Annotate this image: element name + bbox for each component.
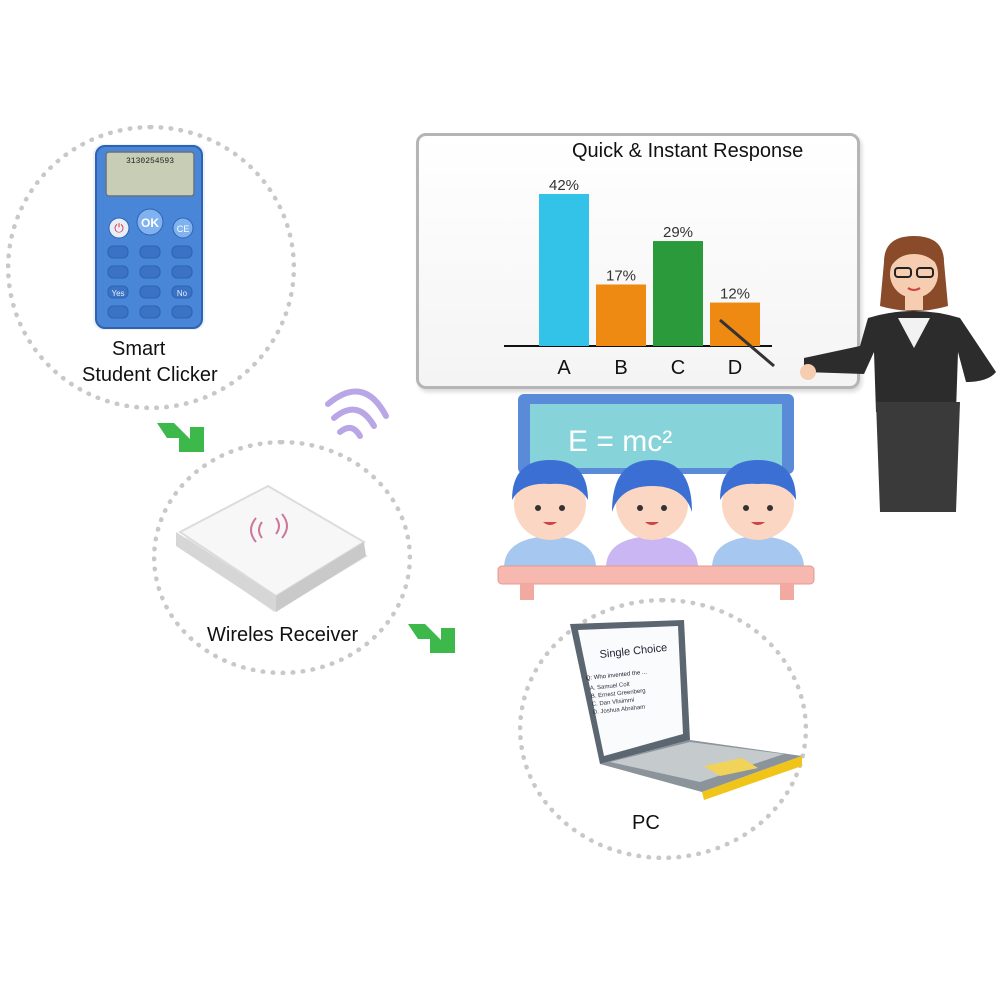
data-label-D: 12% xyxy=(720,286,750,303)
nfc-wave-icon xyxy=(258,521,263,539)
laptop-option-b: B. Ernest Greenberg xyxy=(591,688,646,700)
no-key: No xyxy=(177,289,188,298)
pointer-stick xyxy=(719,318,775,368)
bar-B xyxy=(596,284,646,346)
arrow-down-right-icon-2 xyxy=(408,624,455,653)
laptop-option-a: A. Samuel Colt xyxy=(590,682,631,692)
chart-title: Quick & Instant Response xyxy=(572,140,804,162)
clicker-screen-text: 3130254593 xyxy=(126,157,174,166)
laptop-option-d: D. Joshua Abraham xyxy=(593,705,646,716)
bar-C xyxy=(653,241,703,346)
student-left xyxy=(504,460,596,568)
data-label-B: 17% xyxy=(606,267,636,284)
clicker-circle xyxy=(6,125,296,410)
wifi-signal-icon xyxy=(325,388,389,439)
data-label-A: 42% xyxy=(549,177,579,194)
student-right xyxy=(712,460,804,568)
category-label-C: C xyxy=(671,357,685,379)
board-formula: E = mc² xyxy=(568,425,672,458)
pc-circle xyxy=(518,598,808,860)
laptop-option-c: C. Dan Vlisimmi xyxy=(592,698,635,708)
receiver-label: Wireles Receiver xyxy=(207,624,359,646)
clicker-label-line1: Smart xyxy=(112,338,166,360)
arrow-down-right-icon xyxy=(157,423,204,452)
pc-label: PC xyxy=(632,812,660,834)
receiver-circle xyxy=(152,440,412,675)
category-label-B: B xyxy=(614,357,627,379)
yes-key: Yes xyxy=(111,289,124,298)
category-label-D: D xyxy=(728,357,742,379)
ok-key: OK xyxy=(141,216,159,230)
category-label-A: A xyxy=(557,357,571,379)
data-label-C: 29% xyxy=(663,224,693,241)
student-middle xyxy=(606,460,698,568)
power-icon: ⏻ xyxy=(114,221,124,235)
ce-key: CE xyxy=(177,224,190,234)
clicker-label-line2: Student Clicker xyxy=(82,364,218,386)
bar-A xyxy=(539,194,589,346)
bar-D xyxy=(710,302,760,346)
